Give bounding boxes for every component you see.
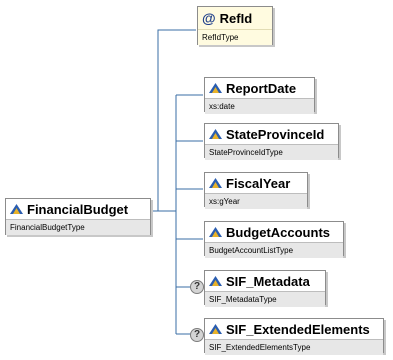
child-element-fiscalyear[interactable]: FiscalYear xs:gYear	[204, 172, 308, 209]
optional-marker-icon: ?	[190, 280, 204, 294]
child-element-name: FiscalYear	[226, 175, 291, 191]
element-icon	[10, 204, 23, 214]
child-element-type: xs:date	[205, 98, 314, 114]
attribute-refid-node[interactable]: @ RefId RefIdType	[197, 6, 273, 45]
child-element-sifextendedelements[interactable]: SIF_ExtendedElements SIF_ExtendedElement…	[204, 318, 384, 355]
child-element-sifmetadata[interactable]: SIF_Metadata SIF_MetadataType	[204, 270, 326, 307]
child-element-header: BudgetAccounts	[205, 222, 343, 242]
attribute-header: @ RefId	[198, 7, 272, 29]
attribute-type: RefIdType	[198, 29, 272, 45]
child-element-budgetaccounts[interactable]: BudgetAccounts BudgetAccountListType	[204, 221, 344, 258]
element-icon	[209, 276, 222, 286]
root-element-type: FinancialBudgetType	[6, 219, 150, 235]
child-element-header: FiscalYear	[205, 173, 307, 193]
element-icon	[209, 83, 222, 93]
attribute-icon: @	[202, 10, 216, 26]
root-element-node[interactable]: FinancialBudget FinancialBudgetType	[5, 198, 151, 235]
child-element-name: SIF_Metadata	[226, 273, 310, 289]
child-element-type: SIF_MetadataType	[205, 291, 325, 307]
child-element-header: SIF_ExtendedElements	[205, 319, 383, 339]
root-element-name: FinancialBudget	[27, 201, 129, 217]
child-element-reportdate[interactable]: ReportDate xs:date	[204, 77, 315, 114]
optional-marker-icon: ?	[190, 328, 204, 342]
child-element-stateprovinceid[interactable]: StateProvinceId StateProvinceIdType	[204, 123, 339, 160]
root-element-header: FinancialBudget	[6, 199, 150, 219]
child-element-header: StateProvinceId	[205, 124, 338, 144]
attribute-name: RefId	[219, 10, 253, 26]
element-icon	[209, 178, 222, 188]
child-element-name: ReportDate	[226, 80, 297, 96]
connector-attribute	[150, 29, 196, 212]
element-icon	[209, 324, 222, 334]
child-element-header: SIF_Metadata	[205, 271, 325, 291]
element-icon	[209, 227, 222, 237]
child-element-type: BudgetAccountListType	[205, 242, 343, 258]
child-element-header: ReportDate	[205, 78, 314, 98]
child-element-name: SIF_ExtendedElements	[226, 321, 370, 337]
child-element-name: StateProvinceId	[226, 126, 325, 142]
child-element-type: StateProvinceIdType	[205, 144, 338, 160]
child-element-name: BudgetAccounts	[226, 224, 330, 240]
child-element-type: xs:gYear	[205, 193, 307, 209]
child-element-type: SIF_ExtendedElementsType	[205, 339, 383, 355]
element-icon	[209, 129, 222, 139]
